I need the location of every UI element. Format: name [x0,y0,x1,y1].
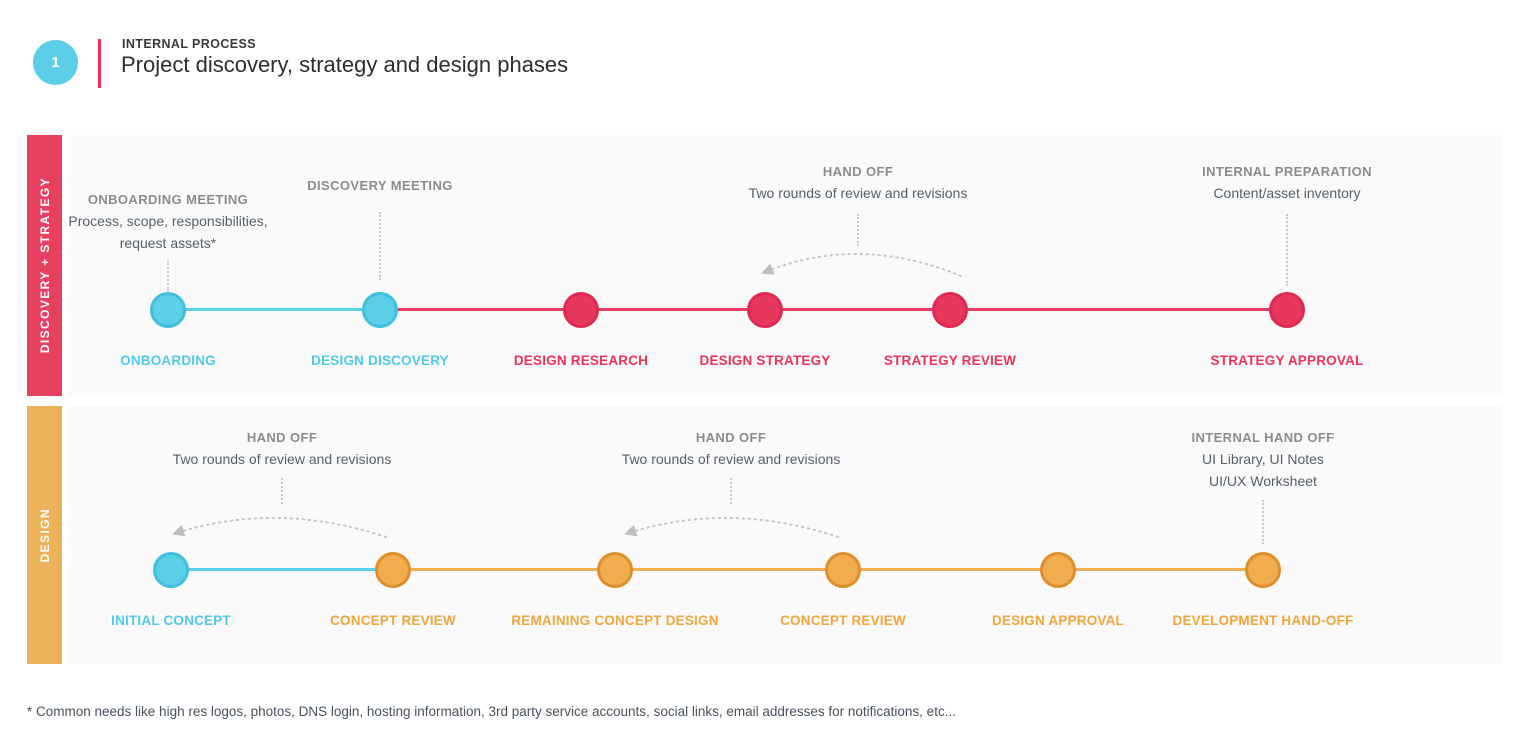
milestone-label: CONCEPT REVIEW [780,613,906,628]
milestone-node [563,292,599,328]
milestone-node [153,552,189,588]
annotation-title: ONBOARDING MEETING [87,192,249,207]
milestone-node [362,292,398,328]
eyebrow-label: INTERNAL PROCESS [122,37,256,51]
annotation-onboarding-meeting: ONBOARDING MEETING Process, scope, respo… [68,192,267,254]
milestone-label: DESIGN STRATEGY [699,353,831,368]
annotation-title: HAND OFF [822,164,894,179]
annotation-internal-preparation: INTERNAL PREPARATION Content/asset inven… [1202,164,1372,204]
milestone-label: DEVELOPMENT HAND-OFF [1172,613,1354,628]
annotation-hand-off: HAND OFF Two rounds of review and revisi… [173,430,392,470]
page-title: Project discovery, strategy and design p… [121,52,569,77]
milestone-label: INITIAL CONCEPT [111,613,231,628]
timeline-segment-pink [380,308,1287,311]
dotted-connector [730,478,732,504]
annotation-title: HAND OFF [695,430,767,445]
annotation-body: Process, scope, responsibilities, reques… [68,213,268,251]
milestone-label: STRATEGY REVIEW [883,353,1017,368]
milestone-label: CONCEPT REVIEW [330,613,456,628]
milestone-label: ONBOARDING [120,353,216,368]
timeline-segment-cyan [168,308,380,311]
dotted-connector [1262,500,1264,544]
milestone-node [1040,552,1076,588]
milestone-node [1269,292,1305,328]
row-band-label: DESIGN [37,507,52,563]
row-band-label: DISCOVERY + STRATEGY [37,177,52,354]
handoff-arc-arrow [761,252,962,277]
footnote: * Common needs like high res logos, phot… [27,704,956,719]
handoff-arc-arrow [624,516,839,538]
milestone-label: DESIGN APPROVAL [991,613,1125,628]
accent-divider [98,39,101,88]
step-number-badge: 1 [33,40,78,85]
row-band-design: DESIGN [27,406,62,664]
annotation-body: UI Library, UI Notes UI/UX Worksheet [1202,451,1324,489]
dotted-connector [857,214,859,246]
dotted-connector [167,260,169,292]
annotation-title: HAND OFF [246,430,318,445]
dotted-connector [379,212,381,280]
annotation-discovery-meeting: DISCOVERY MEETING [307,178,453,193]
milestone-node [825,552,861,588]
annotation-body: Two rounds of review and revisions [621,451,841,467]
milestone-node [150,292,186,328]
annotation-body: Content/asset inventory [1213,185,1361,201]
milestone-label: STRATEGY APPROVAL [1210,353,1364,368]
annotation-internal-hand-off: INTERNAL HAND OFF UI Library, UI Notes U… [1191,430,1334,492]
handoff-arc-arrow [172,516,387,538]
annotation-body: Two rounds of review and revisions [172,451,392,467]
milestone-node [932,292,968,328]
milestone-label: REMAINING CONCEPT DESIGN [511,613,719,628]
milestone-node [747,292,783,328]
row-band-discovery-strategy: DISCOVERY + STRATEGY [27,135,62,396]
annotation-title: INTERNAL PREPARATION [1202,164,1372,179]
dotted-connector [1286,214,1288,286]
annotation-body: Two rounds of review and revisions [748,185,968,201]
milestone-node [597,552,633,588]
milestone-node [1245,552,1281,588]
annotation-hand-off: HAND OFF Two rounds of review and revisi… [622,430,841,470]
milestone-node [375,552,411,588]
annotation-title: DISCOVERY MEETING [307,178,453,193]
timeline-segment-cyan [171,568,393,571]
annotation-title: INTERNAL HAND OFF [1191,430,1335,445]
milestone-label: DESIGN DISCOVERY [311,353,449,368]
dotted-connector [281,478,283,504]
milestone-label: DESIGN RESEARCH [513,353,649,368]
annotation-hand-off: HAND OFF Two rounds of review and revisi… [749,164,968,204]
